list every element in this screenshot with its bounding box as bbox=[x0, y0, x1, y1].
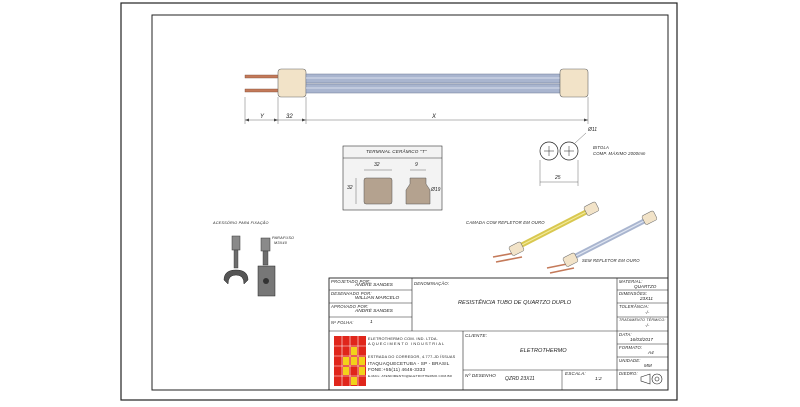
ceramic-terminal-right bbox=[559, 68, 589, 98]
title-block-lines bbox=[328, 277, 669, 391]
terminal-detail bbox=[342, 145, 443, 211]
approved-by-value: ANDRÉ SANDES bbox=[355, 309, 393, 314]
client-label: CLIENTE: bbox=[465, 333, 488, 338]
terminal-dim-32-top: 32 bbox=[374, 162, 380, 168]
denomination-value: RESISTÊNCIA TUBO DE QUARTZO DUPLO bbox=[458, 300, 572, 306]
gold-layer-label: CAMADA COM REFLETOR EM OURO bbox=[466, 220, 545, 225]
dim-y-label: Y bbox=[260, 114, 265, 120]
scale-value: 1:2 bbox=[595, 377, 602, 382]
lead-wire-bottom bbox=[244, 88, 282, 93]
sheet-number-label: Nº FOLHA: bbox=[331, 320, 354, 325]
designed-by-label: PROJETADO POR: bbox=[331, 279, 371, 284]
company-city: ITAQUAQUECETUBA - SP - BRASIL bbox=[368, 361, 450, 366]
scale-label: ESCALA: bbox=[565, 371, 586, 376]
fixing-accessory bbox=[223, 235, 276, 297]
dimensions-label: DIMENSÕES: bbox=[619, 291, 648, 296]
material-label: MATERIAL: bbox=[619, 279, 643, 284]
company-tagline: AQUECIMENTO INDUSTRIAL bbox=[368, 341, 446, 346]
approved-by-label: APROVADO POR: bbox=[331, 304, 369, 309]
sheet-number-value: 1 bbox=[370, 320, 373, 325]
terminal-front-view bbox=[363, 177, 393, 205]
projection-symbol bbox=[640, 373, 663, 385]
company-address: ESTRADA DO CORREDOR, 4.777-JD ÍSSUAS bbox=[368, 355, 456, 359]
heat-treatment-label: TRATAMENTO TÉRMICO: bbox=[619, 318, 666, 322]
denomination-label: DENOMINAÇÃO: bbox=[414, 281, 450, 286]
unit-label: UNIDADE: bbox=[619, 358, 641, 363]
plain-quartz-tube bbox=[546, 210, 658, 274]
ceramic-terminal-left bbox=[277, 68, 307, 98]
outer-border bbox=[120, 2, 678, 401]
date-label: DATA: bbox=[619, 332, 632, 337]
drawing-number-value: QZRD 23X11 bbox=[505, 376, 535, 382]
designed-by-value: ANDRÉ SANDES bbox=[355, 283, 393, 288]
max-length-label: COMP. MÁXIMO 2000mm bbox=[593, 151, 646, 156]
dim-32-label: 32 bbox=[286, 114, 293, 120]
client-value: ELETROTHERMO bbox=[520, 348, 567, 354]
material-value: QUARTZO bbox=[634, 284, 657, 289]
quartz-tube-assembly bbox=[244, 68, 589, 124]
screw-label: PARAFUSO bbox=[272, 236, 295, 240]
format-label: FORMATO: bbox=[619, 345, 643, 350]
projection-label: DIEDRO: bbox=[619, 371, 638, 376]
date-value: 16/03/2017 bbox=[630, 337, 653, 342]
lead-wire-top bbox=[244, 74, 282, 79]
heat-treatment-value: -/- bbox=[645, 323, 650, 328]
gold-reflector-tube bbox=[492, 201, 600, 263]
accessory-label: ACESSÓRIO PARA FIXAÇÃO bbox=[213, 221, 269, 225]
screw-size-label: M3X40 bbox=[274, 241, 288, 245]
cross-section-view bbox=[539, 132, 587, 186]
company-email: E-MAIL: ATENDIMENTO@ELETROTHERMO.COM.BR bbox=[368, 374, 453, 378]
terminal-title: TERMINAL CERÂMICO "T" bbox=[366, 149, 427, 154]
format-value: A4 bbox=[648, 350, 654, 355]
section-phi11: Ø11 bbox=[588, 127, 598, 133]
terminal-dim-32-side: 32 bbox=[347, 185, 353, 191]
tolerance-label: TOLERÂNCIA: bbox=[619, 304, 650, 309]
company-phone: FONE:+55(11) 4646-3333 bbox=[368, 367, 426, 372]
bitola-label: BITOLA bbox=[593, 145, 610, 150]
dimensions-value: 23X11 bbox=[640, 296, 653, 301]
terminal-dim-phi19: Ø19 bbox=[431, 187, 441, 193]
terminal-side-view bbox=[405, 177, 431, 205]
drawn-by-value: WILLIAN MARCELO bbox=[355, 296, 400, 301]
section-dim-25: 25 bbox=[555, 175, 561, 181]
unit-value: MM bbox=[644, 363, 652, 368]
drawing-number-label: Nº DESENHO bbox=[465, 373, 496, 378]
company-name: ELETROTHERMO COM. IND. LTDA. bbox=[368, 336, 438, 341]
drawn-by-label: DESENHADO POR: bbox=[331, 291, 372, 296]
terminal-dim-9: 9 bbox=[415, 162, 418, 168]
dim-x-label: X bbox=[432, 114, 437, 120]
no-gold-label: SEM REFLETOR EM OURO bbox=[582, 258, 640, 263]
tolerance-value: -/- bbox=[645, 310, 650, 315]
company-logo bbox=[334, 336, 366, 386]
